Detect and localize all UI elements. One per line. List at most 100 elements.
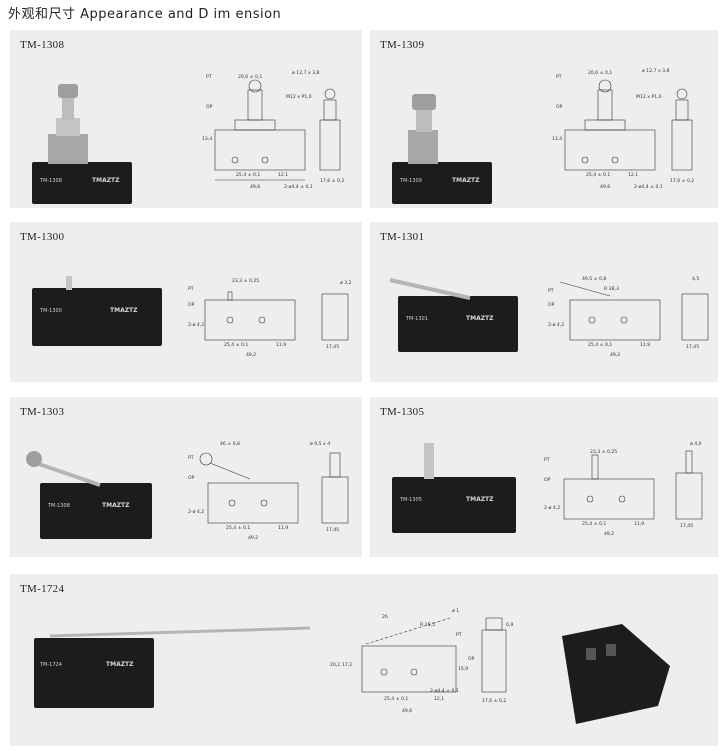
svg-text:2-ø 4,2: 2-ø 4,2 [548, 322, 564, 328]
svg-text:OP: OP [188, 475, 195, 481]
svg-text:20,6 ± 0,1: 20,6 ± 0,1 [238, 74, 262, 80]
svg-text:R 38,3: R 38,3 [604, 286, 619, 292]
svg-text:25,4 ± 0,1: 25,4 ± 0,1 [236, 172, 260, 178]
svg-text:49,6: 49,6 [402, 708, 412, 714]
svg-text:2-ø 4,2: 2-ø 4,2 [188, 322, 204, 328]
svg-text:23,3 ± 0,25: 23,3 ± 0,25 [590, 449, 617, 455]
model-label: TM-1305 [380, 406, 425, 418]
product-panel-tm-1300: TM-1300 TM-1300 TMAZTZ 23,3 ± 0,25 PT OP… [10, 222, 362, 382]
svg-text:11,9: 11,9 [640, 342, 650, 348]
svg-text:23,3 ± 0,25: 23,3 ± 0,25 [232, 278, 259, 284]
dimension-drawing [199, 452, 349, 524]
svg-text:TMAZTZ: TMAZTZ [102, 502, 130, 509]
svg-text:2-ø4,4 ± 0,1: 2-ø4,4 ± 0,1 [284, 184, 313, 190]
svg-text:OP: OP [544, 477, 551, 483]
svg-text:OP: OP [468, 656, 475, 662]
dimension-drawing [214, 79, 341, 181]
svg-text:17,45: 17,45 [326, 344, 339, 350]
svg-text:17,2: 17,2 [342, 662, 352, 668]
svg-text:ø 3,2: ø 3,2 [340, 280, 352, 286]
model-label: TM-1724 [20, 583, 65, 595]
dimension-drawing [564, 79, 693, 171]
svg-text:TMAZTZ: TMAZTZ [110, 307, 138, 314]
svg-text:TM-1724: TM-1724 [39, 662, 62, 668]
svg-text:TM-1305: TM-1305 [399, 497, 422, 503]
svg-text:ø 12,7 x 3,8: ø 12,7 x 3,8 [642, 68, 670, 74]
svg-text:26: 26 [382, 614, 388, 620]
svg-text:25,4 ± 0,1: 25,4 ± 0,1 [582, 521, 606, 527]
svg-text:17,45: 17,45 [680, 523, 693, 529]
svg-text:11,9: 11,9 [276, 342, 286, 348]
svg-text:TM-1300: TM-1300 [39, 308, 62, 314]
svg-text:25,4 ± 0,1: 25,4 ± 0,1 [586, 172, 610, 178]
svg-text:46 ± 0,8: 46 ± 0,8 [220, 441, 240, 447]
svg-text:12,1: 12,1 [434, 696, 444, 702]
switch-photo: TM-1308 TMAZTZ [26, 451, 152, 539]
model-label: TM-1300 [20, 231, 65, 243]
product-panel-tm-1724: TM-1724 TM-1724 TMAZTZ 26 R 15,5 ø 1 PT … [10, 574, 718, 746]
svg-text:2-ø 4,2: 2-ø 4,2 [544, 505, 560, 511]
svg-text:ø 1: ø 1 [452, 608, 459, 614]
dimension-drawing [204, 291, 349, 341]
dimension-labels: 20,6 ± 0,1 ø 12,7 x 3,8 M12 x P1,0 13,4 … [202, 70, 344, 190]
model-label: TM-1301 [380, 231, 425, 243]
dimension-drawing [361, 617, 507, 693]
svg-text:PT: PT [456, 632, 462, 638]
product-figure: TM-1305 TMAZTZ 23,3 ± 0,25 ø 4,0 PT OP 2… [392, 441, 703, 537]
svg-text:M12 x P1,0: M12 x P1,0 [636, 94, 662, 100]
switch-photo: TM-1308 TMAZTZ [32, 84, 132, 204]
product-panel-tm-1308: TM-1308 TM-1308 TMAZTZ 20,6 ± 0,1 ø 12,7… [10, 30, 362, 208]
svg-text:PT: PT [556, 74, 562, 80]
svg-text:TMAZTZ: TMAZTZ [106, 661, 134, 668]
svg-text:2-ø4,4 ± 0,1: 2-ø4,4 ± 0,1 [634, 184, 663, 190]
svg-text:6,9: 6,9 [506, 622, 513, 628]
model-label: TM-1309 [380, 39, 425, 51]
svg-text:49,2: 49,2 [246, 352, 256, 358]
switch-photo: TM-1724 TMAZTZ [34, 626, 311, 708]
svg-text:ø 9,5 x 4: ø 9,5 x 4 [310, 441, 330, 447]
svg-text:4,5: 4,5 [692, 276, 699, 282]
svg-text:2-ø 4,2: 2-ø 4,2 [188, 509, 204, 515]
svg-text:15,9: 15,9 [458, 666, 468, 672]
svg-text:M12 x P1,0: M12 x P1,0 [286, 94, 312, 100]
svg-text:OP: OP [556, 104, 563, 110]
product-figure: TM-1300 TMAZTZ 23,3 ± 0,25 PT OP 2-ø 4,2… [32, 276, 352, 358]
svg-text:49,5 ± 0,8: 49,5 ± 0,8 [582, 276, 606, 282]
svg-text:OP: OP [548, 302, 555, 308]
svg-text:49,2: 49,2 [248, 535, 258, 541]
svg-text:PT: PT [206, 74, 212, 80]
switch-photo: TM-1301 TMAZTZ [389, 278, 518, 352]
svg-text:11,9: 11,9 [278, 525, 288, 531]
svg-text:TMAZTZ: TMAZTZ [466, 315, 494, 322]
page-heading: 外观和尺寸 Appearance and D im ension [8, 7, 282, 22]
product-panel-tm-1309: TM-1309 TM-1309 TMAZTZ 20,6 ± 0,1 ø 12,7… [370, 30, 718, 208]
product-figure: TM-1309 TMAZTZ 20,6 ± 0,1 ø 12,7 x 3,8 M… [392, 68, 694, 204]
product-panel-tm-1303: TM-1303 TM-1308 TMAZTZ 46 ± 0,8 ø 9,5 x … [10, 397, 362, 557]
svg-text:49,2: 49,2 [610, 352, 620, 358]
svg-text:PT: PT [548, 288, 554, 294]
svg-text:TMAZTZ: TMAZTZ [92, 177, 120, 184]
product-figure: TM-1301 TMAZTZ 49,5 ± 0,8 R 38,3 PT OP 2… [389, 276, 709, 358]
svg-text:OP: OP [188, 302, 195, 308]
product-figure: TM-1308 TMAZTZ 46 ± 0,8 ø 9,5 x 4 PT OP … [26, 441, 349, 541]
svg-text:PT: PT [188, 286, 194, 292]
svg-text:49,6: 49,6 [250, 184, 260, 190]
dimension-labels: 49,5 ± 0,8 R 38,3 PT OP 2-ø 4,2 25,4 ± 0… [548, 276, 699, 358]
product-panel-tm-1301: TM-1301 TM-1301 TMAZTZ 49,5 ± 0,8 R 38,3… [370, 222, 718, 382]
svg-text:17,45: 17,45 [686, 344, 699, 350]
svg-text:17,6 ± 0,2: 17,6 ± 0,2 [482, 698, 506, 704]
svg-text:12,1: 12,1 [278, 172, 288, 178]
svg-text:17,45: 17,45 [326, 527, 339, 533]
switch-photo: TM-1309 TMAZTZ [392, 94, 492, 204]
svg-text:13,4: 13,4 [202, 136, 212, 142]
svg-text:25,4 ± 0,1: 25,4 ± 0,1 [224, 342, 248, 348]
dimension-drawing [559, 281, 709, 341]
svg-text:PT: PT [544, 457, 550, 463]
svg-text:17,6 ± 0,2: 17,6 ± 0,2 [320, 178, 344, 184]
svg-text:ø 4,0: ø 4,0 [690, 441, 702, 447]
svg-text:TMAZTZ: TMAZTZ [466, 496, 494, 503]
svg-text:ø 12,7 x 3,8: ø 12,7 x 3,8 [292, 70, 320, 76]
svg-text:49,2: 49,2 [604, 531, 614, 537]
svg-text:TM-1308: TM-1308 [39, 178, 62, 184]
svg-text:25,4 ± 0,1: 25,4 ± 0,1 [226, 525, 250, 531]
